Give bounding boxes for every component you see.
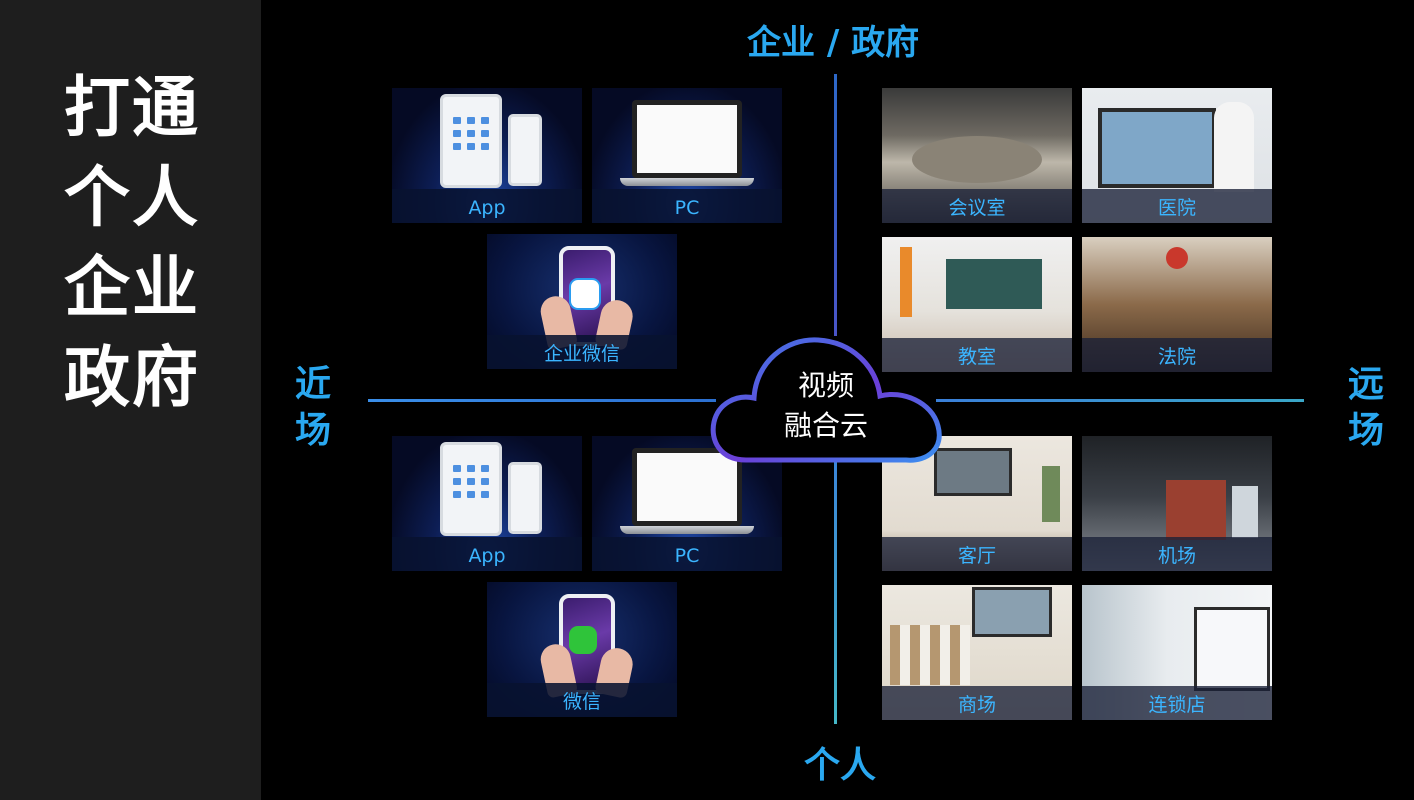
- tile-wechat: 微信: [487, 582, 677, 717]
- axis-label-left-char-1: 近: [294, 364, 331, 405]
- tile-caption: 客厅: [882, 537, 1072, 571]
- wechat-work-icon: [569, 278, 601, 310]
- tile-caption: 连锁店: [1082, 686, 1272, 720]
- title-line-1: 打通: [64, 69, 200, 146]
- tile-hospital: 医院: [1082, 88, 1272, 223]
- horizontal-axis-left: [368, 399, 716, 402]
- tile-caption: 微信: [487, 683, 677, 717]
- horizontal-axis-right: [936, 399, 1304, 402]
- laptop-screen: [632, 448, 742, 526]
- laptop-screen: [632, 100, 742, 178]
- title-line-4: 政府: [64, 339, 200, 416]
- laptop-base: [620, 178, 754, 186]
- wechat-icon: [569, 626, 597, 654]
- tile-app-enterprise: App: [392, 88, 582, 223]
- tile-pc-personal: PC: [592, 436, 782, 571]
- tile-classroom: 教室: [882, 237, 1072, 372]
- tile-caption: 教室: [882, 338, 1072, 372]
- sidebar: 打通 个人 企业 政府: [0, 0, 261, 800]
- tile-meeting-room: 会议室: [882, 88, 1072, 223]
- tile-caption: App: [392, 189, 582, 223]
- tile-mall: 商场: [882, 585, 1072, 720]
- tile-pc-enterprise: PC: [592, 88, 782, 223]
- tile-caption: 机场: [1082, 537, 1272, 571]
- tile-caption: 企业微信: [487, 335, 677, 369]
- vertical-axis-top: [834, 74, 837, 336]
- tile-chain-store: 连锁店: [1082, 585, 1272, 720]
- tablet-device: [440, 442, 502, 536]
- axis-label-right-char-1: 远: [1347, 364, 1384, 405]
- tile-caption: 会议室: [882, 189, 1072, 223]
- cloud-icon: [710, 337, 942, 463]
- axis-label-top: 企业 / 政府: [747, 23, 920, 63]
- phone-device: [508, 114, 542, 186]
- tile-app-personal: App: [392, 436, 582, 571]
- tile-airport: 机场: [1082, 436, 1272, 571]
- cloud-title-line-2: 融合云: [783, 409, 868, 442]
- axis-label-right-char-2: 场: [1347, 410, 1384, 451]
- tile-caption: PC: [592, 537, 782, 571]
- tile-caption: PC: [592, 189, 782, 223]
- tile-caption: 商场: [882, 686, 1072, 720]
- phone-device: [508, 462, 542, 534]
- axis-label-left-char-2: 场: [294, 410, 331, 451]
- cloud-title-line-1: 视频: [797, 369, 854, 402]
- axis-label-left: 近 场: [293, 362, 333, 454]
- tile-caption: App: [392, 537, 582, 571]
- axis-label-bottom: 个人: [804, 745, 877, 786]
- tablet-device: [440, 94, 502, 188]
- tile-wecom: 企业微信: [487, 234, 677, 369]
- vertical-axis-bottom: [834, 462, 837, 724]
- tile-court: 法院: [1082, 237, 1272, 372]
- tile-caption: 法院: [1082, 338, 1272, 372]
- title-line-2: 个人: [64, 159, 200, 236]
- axis-label-right: 远 场: [1346, 362, 1386, 454]
- tile-caption: 医院: [1082, 189, 1272, 223]
- title-line-3: 企业: [64, 249, 200, 326]
- laptop-base: [620, 526, 754, 534]
